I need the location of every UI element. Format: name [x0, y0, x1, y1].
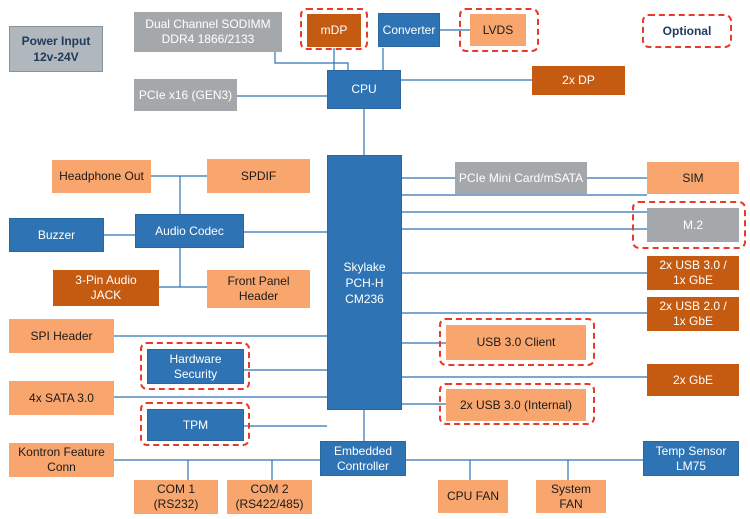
converter-block: Converter [378, 13, 440, 47]
cpu-block: CPU [327, 70, 401, 109]
optional-frame-usbint [439, 383, 595, 425]
usb20-gbe-block: 2x USB 2.0 / 1x GbE [647, 297, 739, 331]
m2-block: M.2 [647, 208, 739, 242]
embedded-controller-block: Embedded Controller [320, 441, 406, 476]
optional-frame-lvds [459, 8, 539, 52]
optional-frame-hwsec [140, 342, 250, 390]
hardware-security-block: Hardware Security [147, 349, 244, 384]
spi-header-block: SPI Header [9, 319, 114, 353]
sim-block: SIM [647, 162, 739, 194]
audio-jack-block: 3-Pin Audio JACK [53, 270, 159, 306]
temp-sensor-block: Temp Sensor LM75 [643, 441, 739, 476]
headphone-out-block: Headphone Out [52, 160, 151, 193]
wire-sodimm-cpu [274, 52, 349, 70]
tpm-block: TPM [147, 409, 244, 441]
cpu-fan-block: CPU FAN [438, 480, 508, 513]
pcie-mini-msata-block: PCIe Mini Card/mSATA [455, 162, 587, 194]
optional-legend-label: Optional [662, 23, 712, 38]
buzzer-block: Buzzer [9, 218, 104, 252]
optional-frame-m2 [632, 201, 746, 249]
lvds-block: LVDS [470, 14, 526, 46]
usb30-gbe-block: 2x USB 3.0 / 1x GbE [647, 256, 739, 290]
dp-block: 2x DP [532, 66, 625, 95]
spdif-block: SPDIF [207, 159, 310, 193]
audio-codec-block: Audio Codec [135, 214, 244, 248]
power-input-block: Power Input 12v-24V [9, 26, 103, 72]
usb30-internal-block: 2x USB 3.0 (Internal) [446, 389, 586, 421]
optional-frame-tpm [140, 402, 250, 446]
optional-frame-mdp [300, 8, 368, 50]
pcie-x16-block: PCIe x16 (GEN3) [134, 79, 237, 111]
sata-block: 4x SATA 3.0 [9, 381, 114, 415]
gbe-block: 2x GbE [647, 364, 739, 396]
front-panel-header-block: Front Panel Header [207, 270, 310, 308]
kontron-feature-conn-block: Kontron Feature Conn [9, 443, 114, 477]
pch-block: Skylake PCH-H CM236 [327, 155, 402, 410]
com2-block: COM 2 (RS422/485) [227, 480, 312, 514]
optional-frame-legend [642, 14, 732, 48]
com1-block: COM 1 (RS232) [134, 480, 218, 514]
usb30-client-block: USB 3.0 Client [446, 325, 586, 360]
system-fan-block: System FAN [536, 480, 606, 513]
mdp-block: mDP [307, 14, 361, 47]
optional-frame-usbclient [439, 318, 595, 366]
sodimm-block: Dual Channel SODIMM DDR4 1866/2133 [134, 12, 282, 52]
